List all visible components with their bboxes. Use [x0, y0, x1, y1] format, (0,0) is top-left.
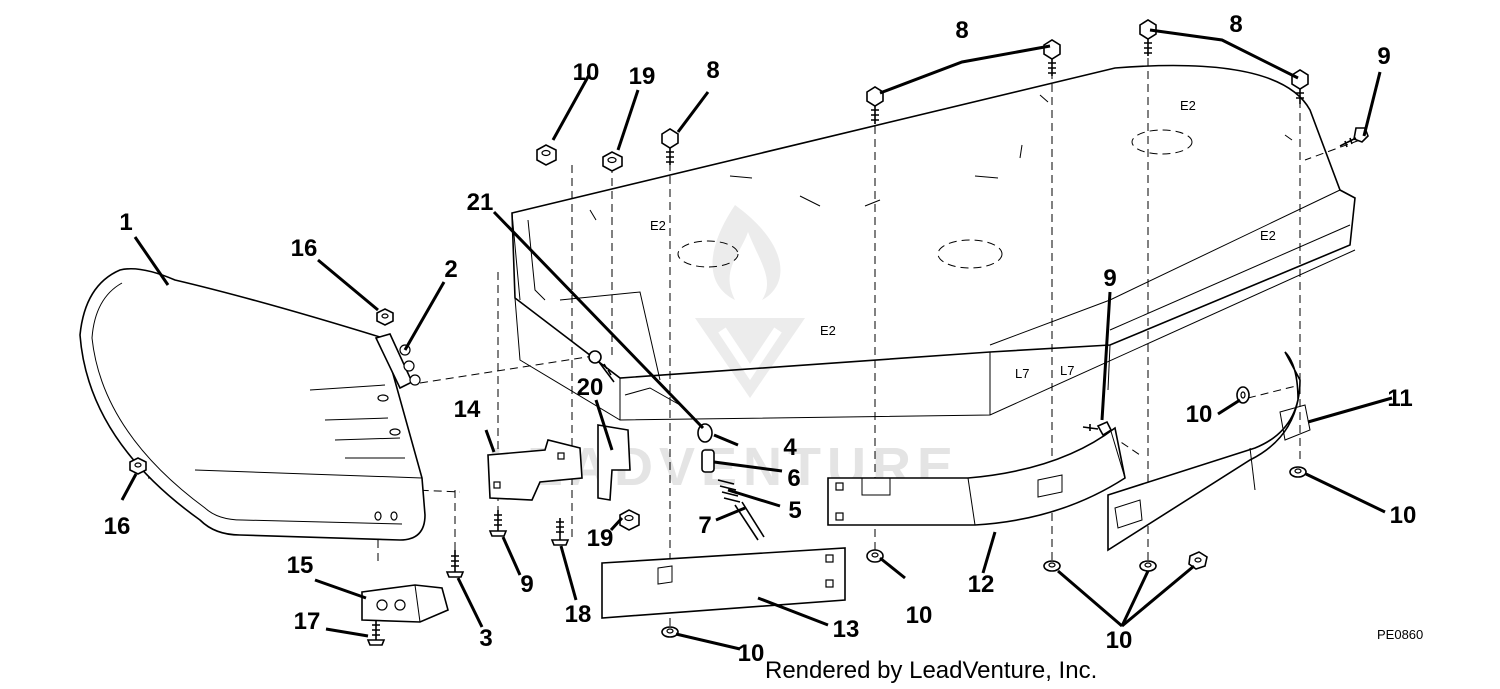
- callout-9-left: 9: [520, 571, 533, 598]
- callout-8-center: 8: [955, 17, 968, 44]
- callout-9-center: 9: [1103, 265, 1116, 292]
- callout-7: 7: [698, 512, 711, 539]
- part-rear-baffle: [827, 426, 1126, 526]
- svg-text:E2: E2: [1180, 98, 1196, 113]
- callout-8-right: 8: [1229, 11, 1242, 38]
- part-side-strip-13: [601, 547, 846, 619]
- callout-19-top: 19: [629, 63, 656, 90]
- render-credit: Rendered by LeadVenture, Inc.: [765, 657, 1097, 684]
- nut-10-e: [1139, 560, 1157, 572]
- hardware-nuts: [129, 144, 1307, 638]
- callout-2: 2: [444, 256, 457, 283]
- svg-text:L7: L7: [1060, 363, 1074, 378]
- callout-10-top: 10: [573, 59, 600, 86]
- callout-10-group: 10: [1106, 627, 1133, 654]
- bolt-8-b: [866, 86, 884, 124]
- leader-lines: [120, 28, 1393, 651]
- svg-text:E2: E2: [820, 323, 836, 338]
- nut-16-b: [129, 457, 147, 475]
- part-bracket-14: [487, 439, 583, 501]
- nut-10-c: [866, 549, 884, 563]
- nut-16-a: [376, 308, 394, 326]
- bolt-18: [550, 518, 570, 546]
- part-plate-20: [597, 424, 631, 501]
- part-rear-guard: [1107, 351, 1311, 552]
- callout-10-rear: 10: [1186, 401, 1213, 428]
- callout-10-center: 10: [906, 602, 933, 629]
- callout-11: 11: [1387, 385, 1412, 412]
- bolt-8-c: [1043, 39, 1061, 76]
- svg-text:L7: L7: [1015, 366, 1029, 381]
- bolt-9-b: [1082, 420, 1113, 437]
- hardware-bolts: [366, 19, 1369, 646]
- nut-19-b: [619, 509, 640, 531]
- callout-1: 1: [119, 209, 132, 236]
- part-hinge-bracket: [374, 333, 421, 390]
- nut-10-d: [1043, 560, 1061, 572]
- callout-17: 17: [294, 608, 321, 635]
- callout-14: 14: [454, 396, 481, 423]
- part-spring-assembly: [697, 423, 765, 541]
- part-side-guard: [79, 267, 426, 541]
- callout-4: 4: [783, 434, 797, 461]
- callout-18: 18: [565, 601, 592, 628]
- bolt-8-a: [661, 128, 679, 165]
- bolt-8-e: [1291, 69, 1309, 104]
- callout-labels: 1 2 3 4 5 6 7 8 8 8 9 9 9 10 10 10 10 10…: [104, 11, 1417, 667]
- callout-13: 13: [833, 616, 860, 643]
- callout-19-bottom: 19: [587, 525, 614, 552]
- callout-12: 12: [968, 571, 995, 598]
- bolt-9-c: [488, 510, 508, 537]
- nut-10-f: [1188, 551, 1208, 570]
- callout-20: 20: [577, 374, 604, 401]
- callout-16-left: 16: [104, 513, 131, 540]
- callout-9-right: 9: [1377, 43, 1390, 70]
- mower-deck-housing: L7 L7 E2 E2 E2 E2: [511, 64, 1356, 421]
- nut-10-a: [536, 144, 557, 166]
- callout-3: 3: [479, 625, 492, 652]
- svg-text:E2: E2: [650, 218, 666, 233]
- callout-16-top: 16: [291, 235, 318, 262]
- bolt-3: [445, 550, 465, 578]
- callout-8-left: 8: [706, 57, 719, 84]
- callout-5: 5: [788, 497, 801, 524]
- drawing-code: PE0860: [1377, 627, 1423, 642]
- svg-text:E2: E2: [1260, 228, 1276, 243]
- callout-6: 6: [787, 465, 800, 492]
- bolt-17: [366, 620, 386, 646]
- callout-21: 21: [467, 189, 494, 216]
- callout-10-right: 10: [1390, 502, 1417, 529]
- nut-10-g: [1236, 386, 1250, 404]
- nut-19-a: [602, 151, 623, 172]
- part-mounting-block: [361, 584, 449, 623]
- bolt-8-d: [1139, 19, 1157, 56]
- nut-10-b: [661, 626, 679, 638]
- bolt-21: [588, 350, 615, 383]
- callout-15: 15: [287, 552, 314, 579]
- callout-10-bottom: 10: [738, 640, 765, 667]
- nut-10-h: [1289, 466, 1307, 478]
